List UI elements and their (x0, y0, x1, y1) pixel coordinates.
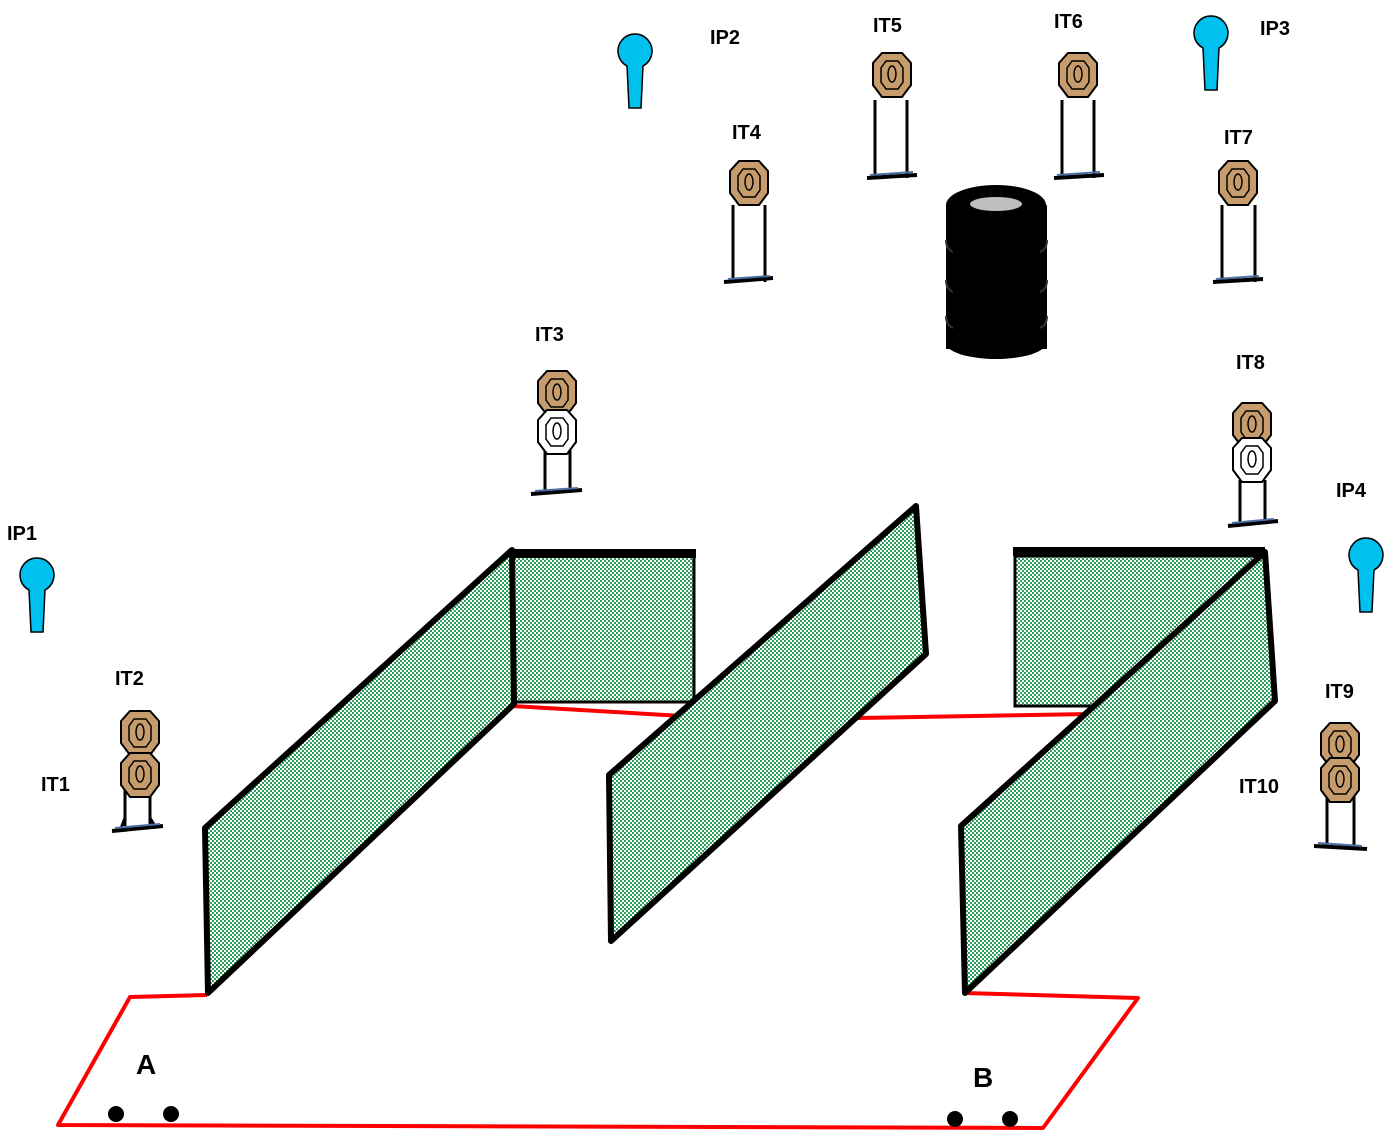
octagon-target-icon (1058, 52, 1098, 98)
dot-icon (947, 1111, 963, 1127)
dot-icon (108, 1106, 124, 1122)
label-ip3: IP3 (1260, 18, 1290, 40)
label-it4: IT4 (732, 122, 762, 144)
label-position-b: B (973, 1062, 993, 1093)
octagon-target-icon (120, 710, 160, 756)
dot-icon (163, 1106, 179, 1122)
label-ip2: IP2 (710, 27, 740, 49)
label-it2: IT2 (115, 668, 144, 690)
popper-icon (1348, 537, 1384, 613)
label-it6: IT6 (1054, 11, 1083, 33)
popper-icon (19, 557, 55, 633)
white-octagon-target-icon (537, 409, 577, 455)
octagon-target-icon (872, 52, 912, 98)
label-it10: IT10 (1239, 776, 1279, 798)
fault-line (56, 704, 1140, 1130)
tire-stack-icon (945, 185, 1048, 359)
wall-back-left (508, 549, 696, 704)
wall-left (202, 547, 517, 996)
label-it8: IT8 (1236, 352, 1265, 374)
octagon-target-icon (1320, 757, 1360, 803)
label-it1: IT1 (41, 774, 70, 796)
popper-icon (1193, 15, 1229, 91)
dot-icon (1002, 1111, 1018, 1127)
octagon-target-icon (120, 752, 160, 798)
label-it5: IT5 (873, 15, 902, 37)
start-marks (108, 1106, 1018, 1127)
popper-icon (617, 33, 653, 109)
label-it3: IT3 (535, 324, 564, 346)
octagon-target-icon (537, 370, 577, 416)
white-octagon-target-icon (1232, 437, 1272, 483)
label-it7: IT7 (1224, 127, 1253, 149)
label-ip1: IP1 (7, 523, 37, 545)
label-ip4: IP4 (1336, 480, 1367, 502)
stand-bases (114, 171, 1363, 847)
wall-right (958, 549, 1278, 996)
octagon-target-icon (1218, 160, 1258, 206)
label-it9: IT9 (1325, 681, 1354, 703)
wall-center (606, 503, 929, 944)
label-position-a: A (136, 1049, 156, 1080)
octagon-target-icon (729, 160, 769, 206)
